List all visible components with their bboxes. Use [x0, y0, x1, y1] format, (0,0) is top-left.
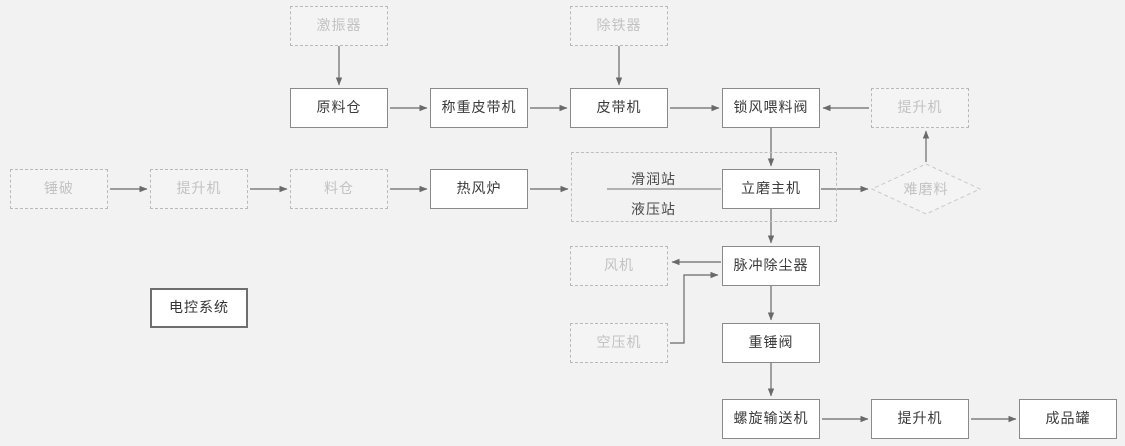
node-pulse-dust-collector[interactable]: 脉冲除尘器	[722, 246, 820, 286]
node-hammer-valve[interactable]: 重锤阀	[722, 323, 820, 363]
node-elevator-left[interactable]: 提升机	[150, 169, 248, 209]
lubrication-station-label: 滑润站	[631, 172, 676, 188]
hydraulic-station-label: 液压站	[631, 202, 676, 218]
node-hard-material-decision[interactable]: 难磨料	[871, 163, 981, 215]
node-weighing-belt-conveyor[interactable]: 称重皮带机	[430, 88, 528, 128]
edge-aircompressor-to-dustcollector	[670, 271, 719, 344]
node-elevator-bottom[interactable]: 提升机	[871, 399, 969, 439]
node-vertical-mill-main[interactable]: 立磨主机	[722, 169, 820, 209]
node-fan[interactable]: 风机	[570, 246, 668, 286]
node-screw-conveyor[interactable]: 螺旋输送机	[722, 399, 820, 439]
node-air-compressor[interactable]: 空压机	[570, 323, 668, 363]
node-hammer-crusher[interactable]: 锤破	[10, 169, 108, 209]
node-belt-conveyor[interactable]: 皮带机	[570, 88, 668, 128]
node-iron-remover[interactable]: 除铁器	[570, 6, 668, 46]
node-raw-material-bin[interactable]: 原料仓	[290, 88, 388, 128]
hard-material-label: 难磨料	[903, 182, 949, 198]
node-elevator-top[interactable]: 提升机	[871, 88, 969, 128]
node-vibrator[interactable]: 激振器	[290, 6, 388, 46]
node-air-lock-feeder-valve[interactable]: 锁风喂料阀	[722, 88, 820, 128]
node-material-bin[interactable]: 料仓	[290, 169, 388, 209]
diamond-shape-icon	[871, 163, 981, 215]
mill-subsystem-group	[571, 152, 837, 222]
node-electrical-control-system[interactable]: 电控系统	[150, 288, 248, 328]
node-hot-air-furnace[interactable]: 热风炉	[430, 169, 528, 209]
node-finished-product-tank[interactable]: 成品罐	[1019, 399, 1117, 439]
